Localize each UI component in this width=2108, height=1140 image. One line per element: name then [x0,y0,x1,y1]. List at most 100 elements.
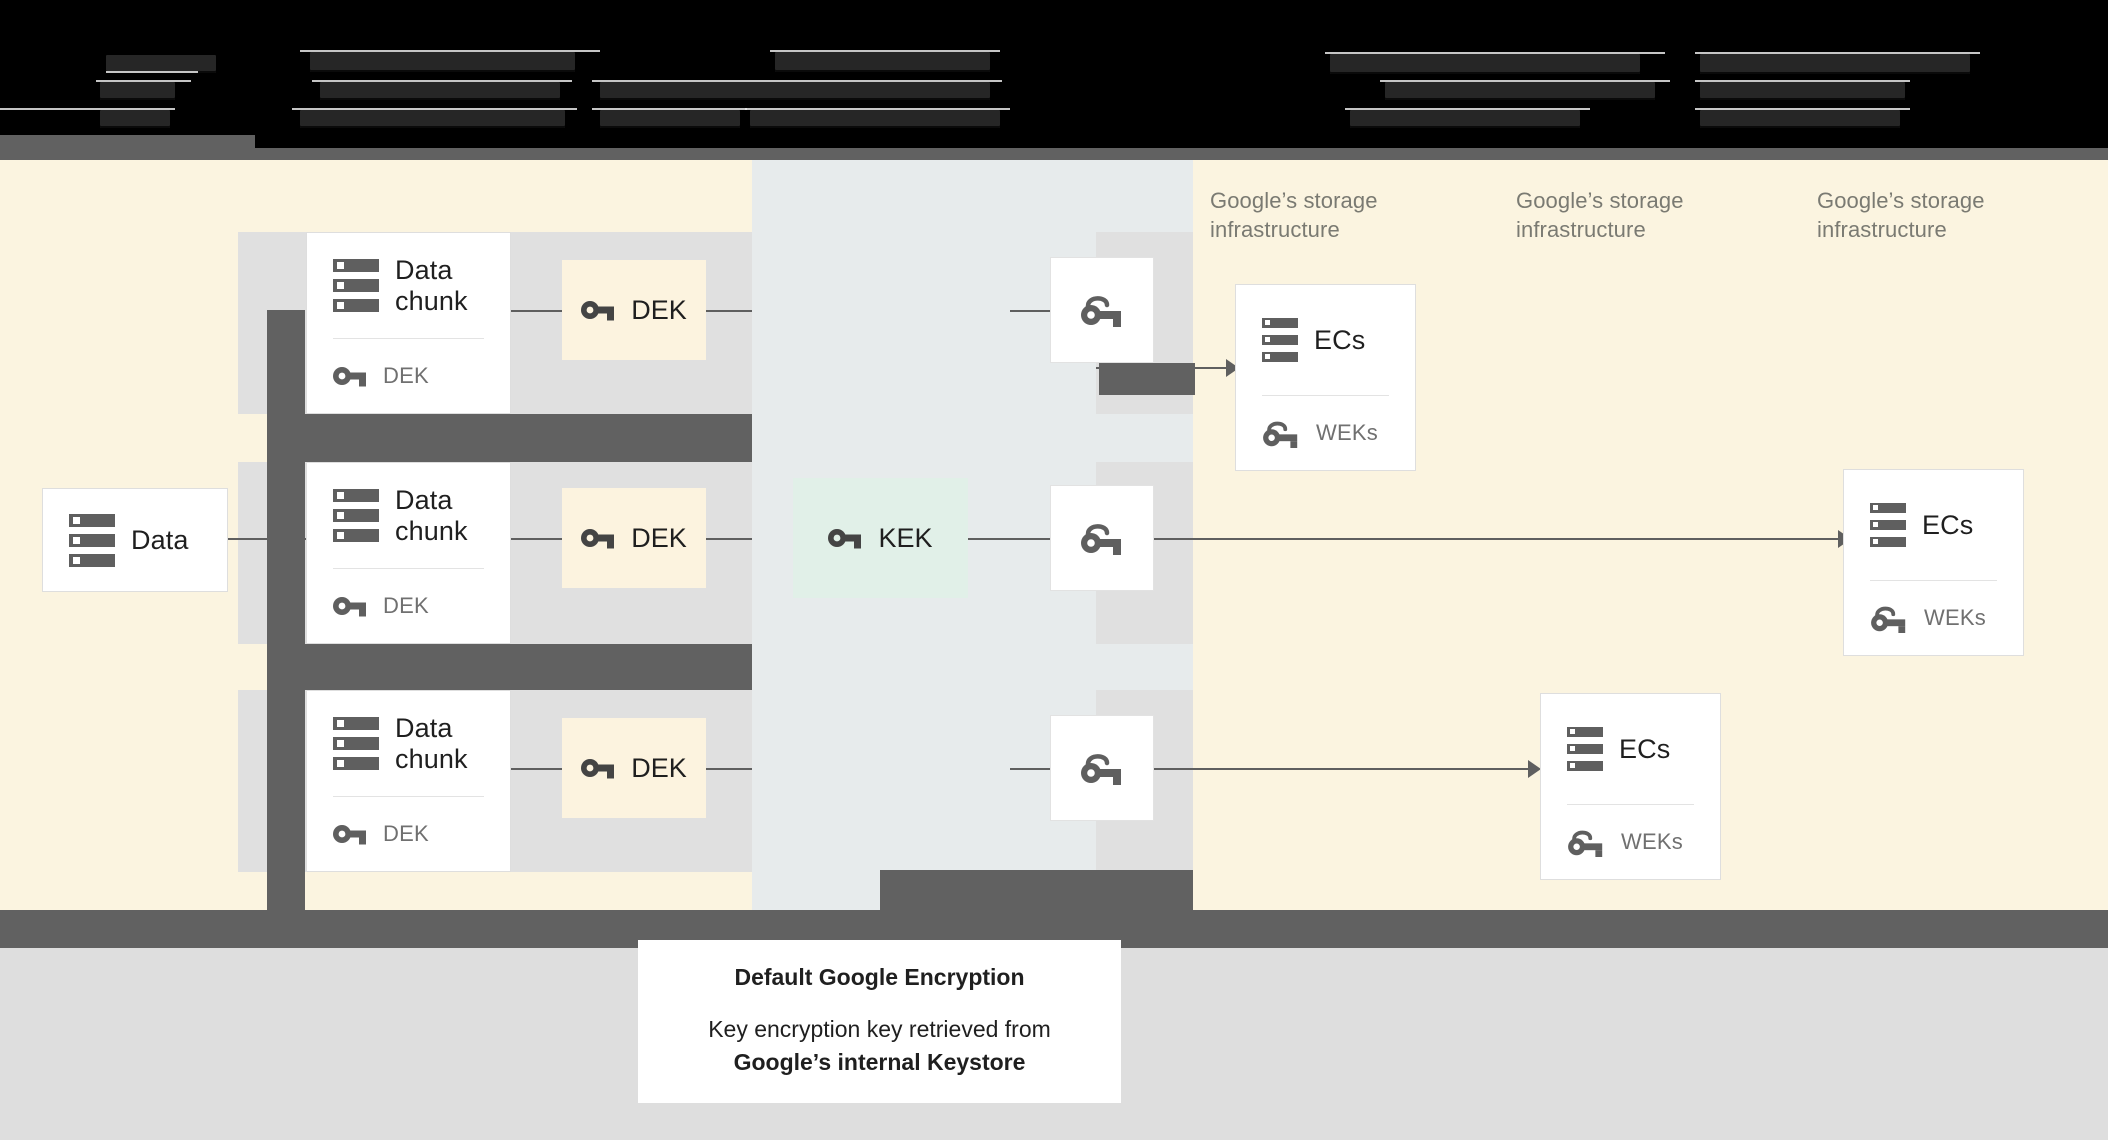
caption-line-2: Google’s internal Keystore [733,1049,1026,1075]
wrapped-key-icon [1081,296,1121,327]
card-divider [1567,804,1694,805]
obscured-header [0,0,2108,160]
key-icon [581,301,615,321]
wrapped-key-card-3[interactable] [1050,715,1154,821]
caption-line-1: Key encryption key retrieved from [708,1016,1051,1043]
wrapped-key-card-2[interactable] [1050,485,1154,591]
wrapped-key-icon [1081,754,1121,785]
occlusion-bar-vertical [267,310,305,930]
line-dek1-out [706,310,752,312]
storage-icon [333,717,379,770]
caption-title: Default Google Encryption [734,964,1025,991]
card-divider [1870,580,1997,581]
chunk-card-row: Data chunk [307,233,510,338]
key-icon [581,529,615,549]
data-chunk-card-3[interactable]: Data chunk DEK [306,690,511,872]
data-chunk-card-2[interactable]: Data chunk DEK [306,462,511,644]
data-card-title: Data [131,524,189,555]
dek-box-1[interactable]: DEK [562,260,706,360]
wrapped-key-icon [1263,421,1298,448]
key-icon [828,529,862,549]
key-icon [333,367,366,387]
line-dek3-out [706,768,752,770]
data-card[interactable]: Data [42,488,228,592]
ecs-card-1[interactable]: ECs WEKs [1235,284,1416,471]
kek-box-label: KEK [878,522,933,553]
chunk-card-key-label: DEK [383,821,429,846]
ecs-card-key-label: WEKs [1621,829,1683,854]
storage-icon [1870,503,1906,547]
card-divider [333,568,484,569]
chunk-card-key-row: DEK [307,569,510,643]
line-in-wk1 [1010,310,1052,312]
wrapped-key-icon [1568,830,1603,857]
dek-box-2[interactable]: DEK [562,488,706,588]
storage-icon [1567,727,1603,771]
caption-card: Default Google Encryption Key encryption… [638,940,1121,1103]
line-kek-to-wk2 [968,538,1052,540]
line-wk2-to-ec2 [1152,538,1842,540]
line-chunk2-dek2 [510,538,562,540]
chunk-card-title: Data chunk [395,485,468,546]
ecs-card-3[interactable]: ECs WEKs [1540,693,1721,880]
wrapped-key-card-1[interactable] [1050,257,1154,363]
key-icon [333,825,366,845]
diagram-canvas: Data Data chunk DEK Data chunk DEK [0,160,2108,930]
caption-body: Key encryption key retrieved from Google… [708,1013,1051,1078]
ecs-card-key-label: WEKs [1924,605,1986,630]
infra-label-text: Google’s storage infrastructure [1210,188,1378,243]
storage-icon [333,489,379,542]
dek-box-3[interactable]: DEK [562,718,706,818]
ecs-card-row: ECs [1236,285,1415,395]
dek-box-label: DEK [631,522,687,553]
ecs-card-2[interactable]: ECs WEKs [1843,469,2024,656]
kek-box[interactable]: KEK [793,478,968,598]
occlusion-bar-middle [880,870,1193,910]
ecs-card-title: ECs [1314,324,1366,355]
card-divider [1262,395,1389,396]
line-chunk1-dek1 [510,310,562,312]
chunk-card-key-label: DEK [383,363,429,388]
ecs-card-row: ECs [1844,470,2023,580]
infra-label-1: Google’s storage infrastructure [1210,186,1400,245]
data-chunk-card-1[interactable]: Data chunk DEK [306,232,511,414]
chunk-card-row: Data chunk [307,691,510,796]
infra-label-text: Google’s storage infrastructure [1817,188,1985,243]
dek-box-label: DEK [631,294,687,325]
storage-icon [69,513,115,567]
line-chunk3-dek3 [510,768,562,770]
data-card-row: Data [43,489,227,591]
ecs-card-key-row: WEKs [1236,396,1415,470]
ecs-card-key-label: WEKs [1316,420,1378,445]
infra-label-3: Google’s storage infrastructure [1817,186,2007,245]
key-icon [333,597,366,617]
chunk-card-row: Data chunk [307,463,510,568]
storage-icon [333,259,379,312]
line-dek2-out [706,538,752,540]
line-in-wk3 [1010,768,1052,770]
chunk-card-key-row: DEK [307,797,510,871]
wrapped-key-icon [1871,606,1906,633]
infra-label-2: Google’s storage infrastructure [1516,186,1706,245]
occlusion-bar-row-2 [267,644,752,690]
ecs-card-title: ECs [1619,733,1671,764]
chunk-card-title: Data chunk [395,255,468,316]
line-wk3-to-ec3 [1152,768,1532,770]
chunk-card-key-label: DEK [383,593,429,618]
arrowhead-ec3 [1528,760,1541,778]
ecs-card-key-row: WEKs [1541,805,1720,879]
card-divider [333,338,484,339]
ecs-card-key-row: WEKs [1844,581,2023,655]
ecs-card-row: ECs [1541,694,1720,804]
chunk-card-title: Data chunk [395,713,468,774]
chunk-card-key-row: DEK [307,339,510,413]
dek-box-label: DEK [631,752,687,783]
card-divider [333,796,484,797]
occlusion-bar-row-1 [267,414,752,462]
occlusion-bar-wrapped [1099,363,1195,395]
infra-label-text: Google’s storage infrastructure [1516,188,1684,243]
key-icon [581,759,615,779]
wrapped-key-icon [1081,524,1121,555]
ecs-card-title: ECs [1922,509,1974,540]
